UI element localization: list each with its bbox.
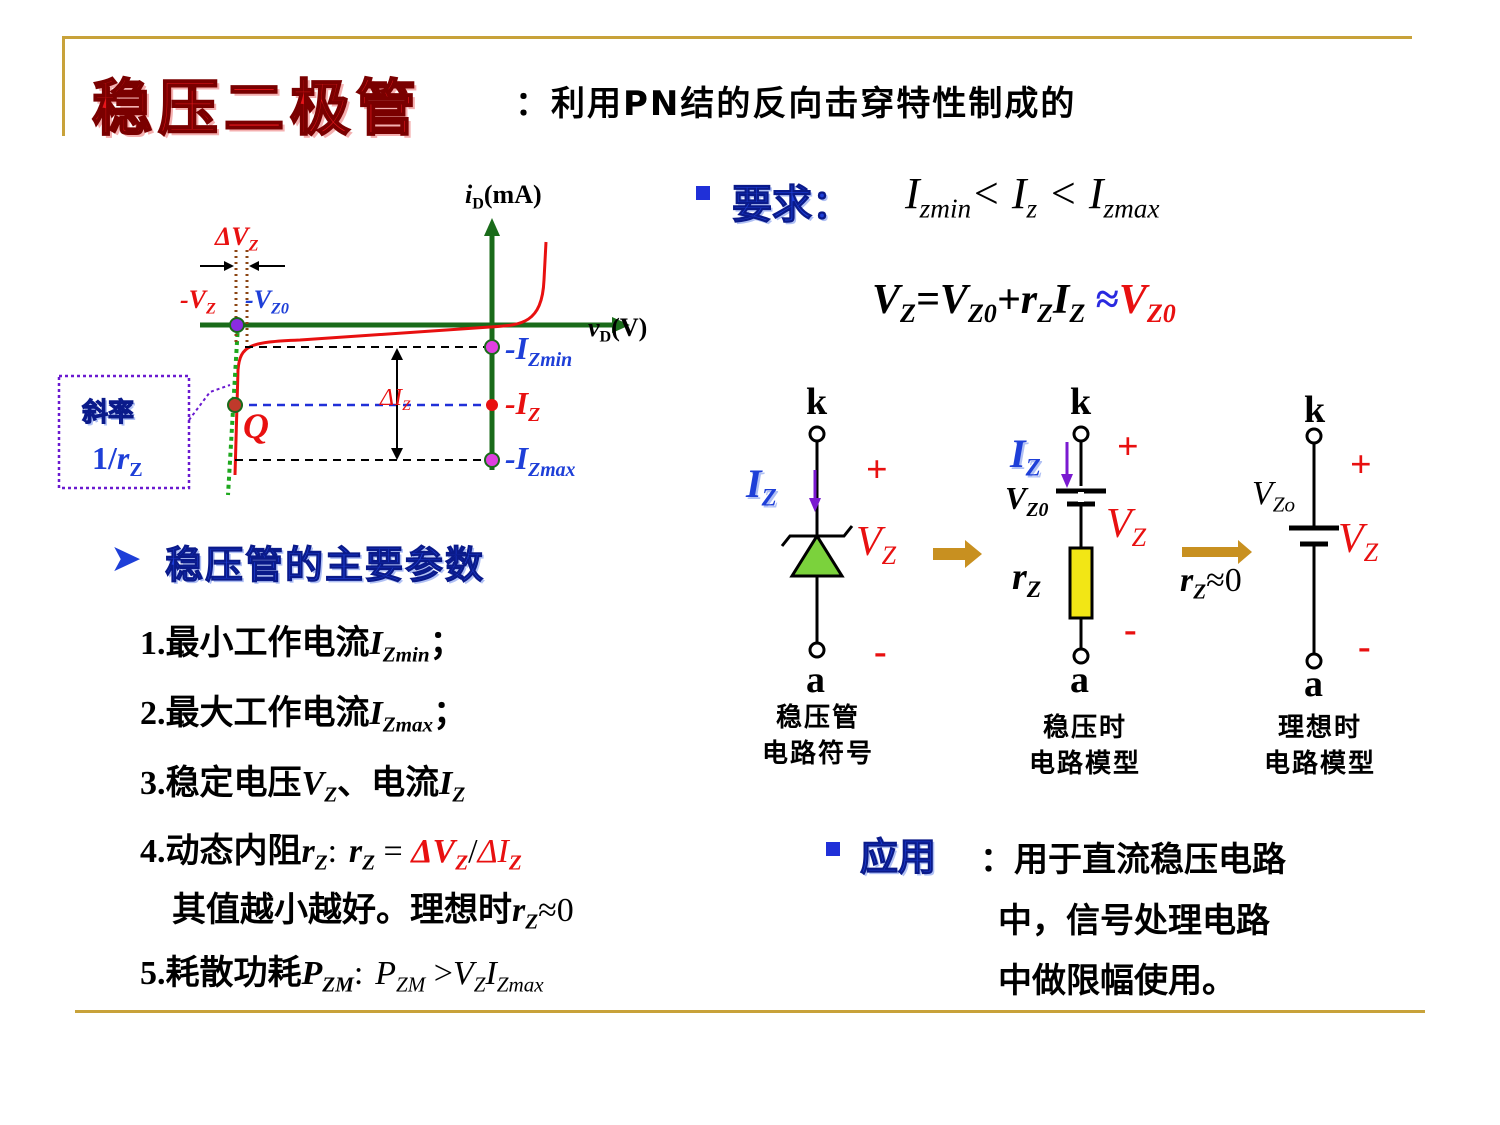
c1-vz-label: VZ <box>856 519 897 571</box>
x-axis-arrow <box>612 317 630 333</box>
c1-plus: + <box>866 449 888 491</box>
c2-plus: + <box>1117 426 1139 468</box>
vz-point <box>229 317 245 333</box>
c1-iz-label: IZ <box>746 461 777 512</box>
slope-label: 斜率 <box>81 398 135 429</box>
bullet-square-icon-2 <box>826 842 840 856</box>
c2-a-label: a <box>1070 659 1089 701</box>
x-axis-label: vD(V) <box>588 313 648 346</box>
q-point <box>227 397 243 413</box>
param-2: 2.最大工作电流IZmax； <box>140 693 468 737</box>
neg-vz0-label: -VZ0 <box>245 285 289 318</box>
q-point-label: Q <box>243 406 269 446</box>
param-5: 5.耗散功耗PZM: PZM >VZIZmax <box>140 953 544 997</box>
rz-approx-label: rZ≈0 <box>1180 562 1242 604</box>
c2-rz-label: rZ <box>1012 556 1042 604</box>
slope-value: 1/rZ <box>92 440 143 481</box>
param-1: 1.最小工作电流IZmin； <box>140 623 464 667</box>
ideal-model-circuit <box>1289 427 1339 670</box>
resistor <box>1068 546 1094 620</box>
requirement-label: 要求： <box>732 182 853 229</box>
slope-pointer <box>188 384 231 421</box>
arrow-bullet-icon: ➤ <box>110 536 142 580</box>
requirement-formula: Izmin< Iz < Izmax <box>905 169 1160 224</box>
c2-caption: 稳压时电路模型 <box>1028 713 1141 779</box>
c2-minus: - <box>1124 609 1137 651</box>
c2-iz-label: IZ <box>1010 431 1041 482</box>
top-rule <box>62 36 1412 39</box>
reverse-curve <box>233 325 491 476</box>
application-line-3: 中做限幅使用。 <box>998 961 1236 1001</box>
regulating-model-circuit <box>1056 425 1106 665</box>
param-4-note: 其值越小越好。理想时rZ≈0 <box>172 890 574 934</box>
forward-curve <box>489 241 548 329</box>
izmin-point <box>484 339 500 355</box>
param-4: 4.动态内阻rZ: rZ = ΔVZ/ΔIZ <box>140 831 522 875</box>
application-line-2: 中，信号处理电路 <box>998 901 1270 941</box>
bullet-square-icon <box>696 186 710 200</box>
c3-minus: - <box>1358 626 1371 668</box>
neg-vz-label: -VZ <box>180 285 216 318</box>
izmax-point <box>484 452 500 468</box>
delta-iz-label: ΔIZ <box>380 385 411 415</box>
y-axis-arrow <box>484 218 500 236</box>
param-3: 3.稳定电压VZ、电流IZ <box>140 763 466 807</box>
slide-title: 稳压二极管 <box>91 73 422 145</box>
left-rule <box>62 36 65 136</box>
slope-box <box>57 374 191 490</box>
c2-vz0-label: VZ0 <box>1005 480 1049 521</box>
vz-formula: VZ=VZ0+rZIZ ≈VZ0 <box>872 277 1176 329</box>
c1-k-label: k <box>806 381 828 423</box>
zener-triangle <box>789 533 845 578</box>
right-arrow-icon <box>933 540 982 568</box>
c3-caption: 理想时电路模型 <box>1263 713 1376 779</box>
y-axis-label: iD(mA) <box>465 180 542 213</box>
iz-label: -IZ <box>505 385 541 426</box>
c2-vz-label: VZ <box>1106 501 1147 553</box>
c2-k-label: k <box>1070 381 1092 423</box>
iv-characteristic-chart <box>57 218 630 496</box>
params-heading: 稳压管的主要参数 <box>164 543 486 588</box>
delta-vz-label: ΔVZ <box>215 222 259 255</box>
application-label: 应用 <box>859 835 937 880</box>
c3-vzo-label: VZo <box>1252 475 1296 517</box>
c3-plus: + <box>1350 444 1372 486</box>
bottom-rule <box>75 1010 1425 1013</box>
c3-vz-label: VZ <box>1338 516 1379 568</box>
c3-k-label: k <box>1304 389 1326 431</box>
c1-a-label: a <box>806 659 825 701</box>
application-line-1: ：用于直流稳压电路 <box>980 840 1286 880</box>
c1-caption: 稳压管电路符号 <box>761 703 874 769</box>
c1-minus: - <box>874 631 887 673</box>
izmin-label: -IZmin <box>505 330 573 371</box>
c3-a-label: a <box>1304 663 1323 705</box>
izmax-label: -IZmax <box>505 440 576 481</box>
circuit-diagrams <box>780 425 1339 670</box>
iz-point <box>486 399 498 411</box>
zener-symbol-circuit <box>780 425 854 659</box>
slide-subtitle: ：利用PN结的反向击穿特性制成的 <box>515 84 1077 124</box>
right-arrow-icon-2 <box>1182 540 1252 564</box>
